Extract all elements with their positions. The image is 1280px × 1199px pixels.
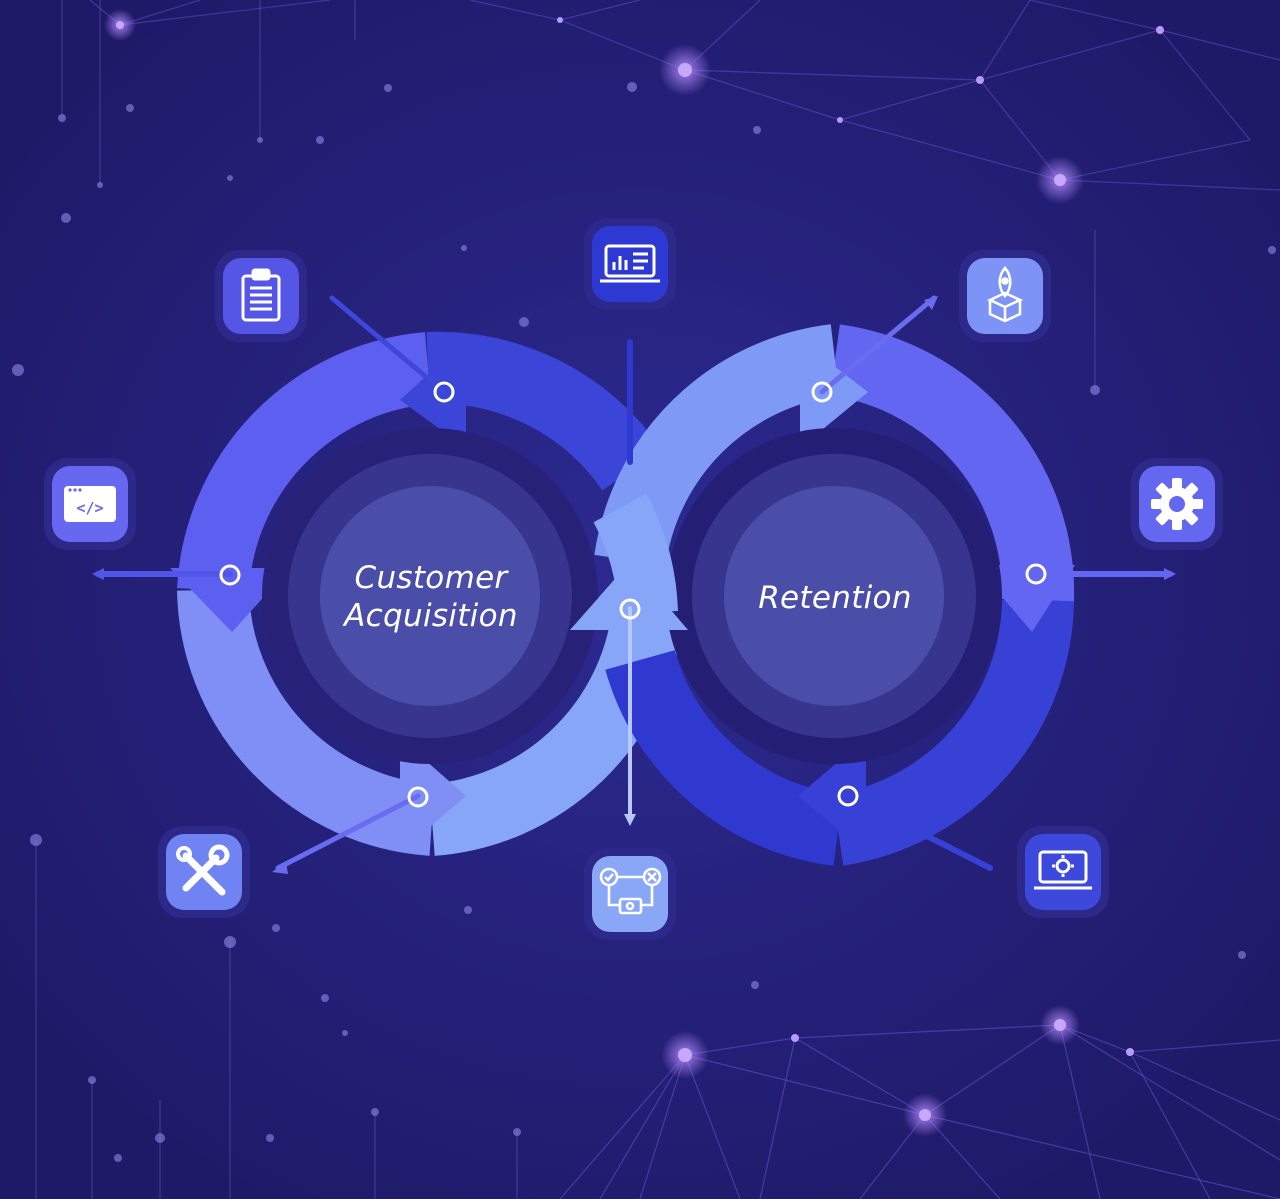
- retention-label: Retention: [758, 580, 912, 616]
- retention-arrowhead-top: [800, 340, 868, 448]
- acquisition-label: Customer Acquisition: [311, 559, 551, 635]
- node-analytics[interactable]: [584, 218, 676, 310]
- node-launch[interactable]: [959, 250, 1051, 342]
- connector-build: [275, 793, 421, 871]
- laptop-gear-icon: [1034, 850, 1092, 890]
- svg-text:</>: </>: [76, 499, 103, 517]
- connectors: [95, 295, 1173, 871]
- node-test[interactable]: [584, 848, 676, 940]
- laptop-analytics-icon: [600, 244, 660, 283]
- acquisition-core: [320, 486, 540, 706]
- node-monitor[interactable]: [1017, 826, 1109, 918]
- node-build[interactable]: [158, 826, 250, 918]
- retention-core: [724, 486, 944, 706]
- retention-arc-lower-right: [831, 598, 1074, 866]
- acquisition-arrowhead-top: [400, 340, 466, 448]
- connector-arrowheads: [92, 296, 1176, 874]
- network-nodes-bottom: [661, 1005, 1134, 1137]
- connector-plan: [329, 295, 447, 395]
- marker-operate: [1025, 563, 1047, 585]
- tools-icon: [176, 844, 230, 896]
- connector-launch: [819, 295, 937, 395]
- retention-arrowhead-bottom: [798, 738, 866, 852]
- acquisition-label-line2: Acquisition: [344, 598, 518, 634]
- rocket-box-icon: [986, 266, 1024, 323]
- acquisition-arrowhead-crossing: [570, 562, 688, 630]
- marker-test: [619, 598, 641, 620]
- acquisition-arc-lower-right: [428, 607, 684, 856]
- gear-icon: [1151, 478, 1203, 530]
- connector-markers: [219, 381, 1047, 808]
- acquisition-arrowhead-bottom: [400, 738, 466, 852]
- acquisition-loop: [170, 331, 688, 856]
- retention-arc-lower-left: [605, 649, 844, 866]
- node-operate[interactable]: [1131, 458, 1223, 550]
- code-window-icon: </>: [64, 486, 116, 522]
- clipboard-icon: [241, 268, 281, 322]
- marker-monitor: [837, 785, 859, 807]
- acquisition-label-line1: Customer: [354, 560, 508, 596]
- node-plan[interactable]: [215, 250, 307, 342]
- node-code[interactable]: </>: [44, 458, 136, 550]
- connector-monitor: [845, 793, 993, 871]
- marker-launch: [811, 381, 833, 403]
- acquisition-arc-upper-left: [177, 332, 432, 593]
- acquisition-arrowhead-left: [170, 568, 290, 632]
- marker-code: [219, 564, 241, 586]
- network-nodes-top: [104, 9, 1164, 204]
- retention-arc-upper-right: [829, 324, 1075, 602]
- marker-build: [407, 786, 429, 808]
- marker-plan: [433, 381, 455, 403]
- dot-rain-decoration: [35, 0, 1096, 1199]
- dot-particles: [12, 82, 1276, 1162]
- workflow-check-icon: [599, 867, 662, 915]
